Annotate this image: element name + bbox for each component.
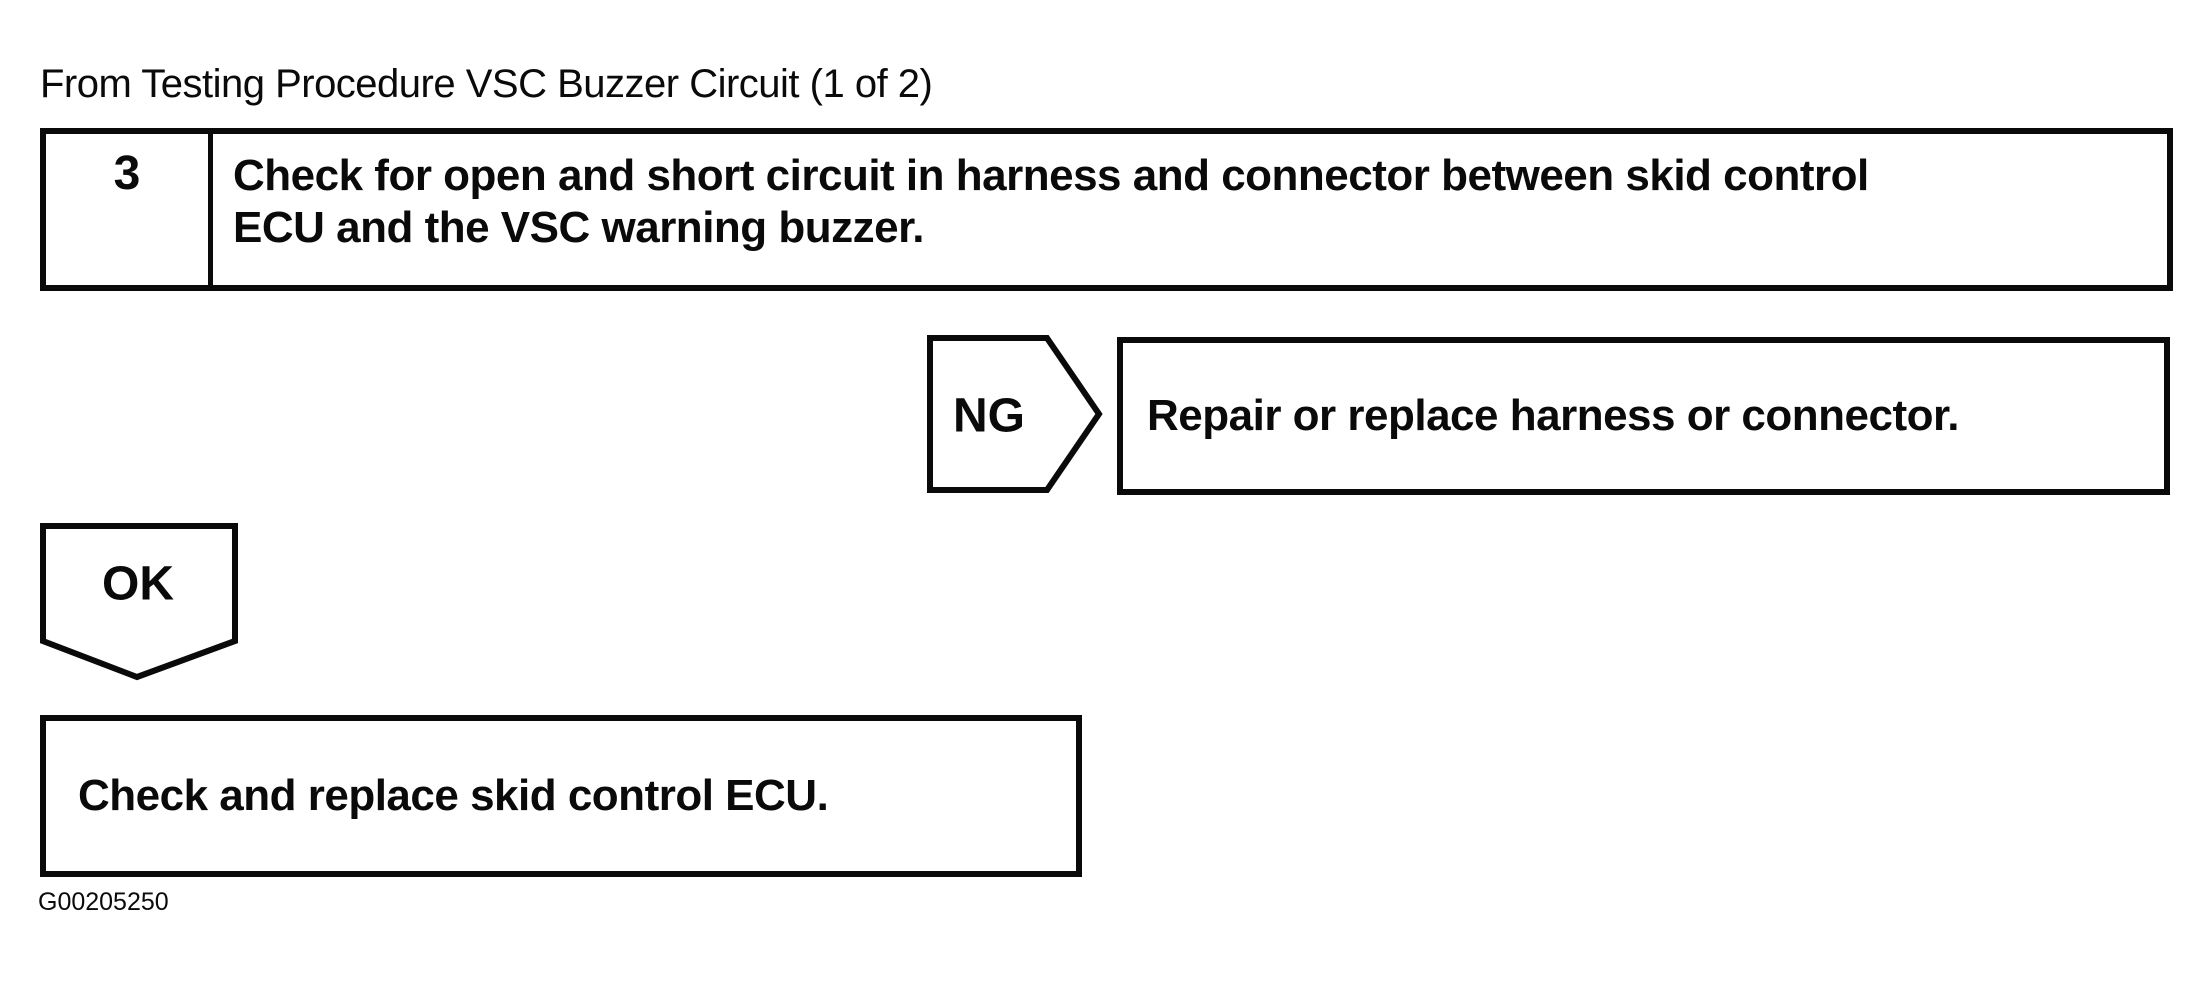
ok-connector-shape: OK — [40, 523, 238, 681]
ng-action-text: Repair or replace harness or connector. — [1147, 391, 1959, 440]
ng-label: NG — [953, 390, 1025, 443]
step-instruction-line1: Check for open and short circuit in harn… — [233, 151, 1869, 200]
ng-connector-shape: NG — [927, 335, 1103, 493]
ok-label: OK — [102, 558, 174, 611]
ng-pentagon-outline — [927, 335, 1103, 493]
step-box: 3 Check for open and short circuit in ha… — [40, 128, 2173, 291]
step-number: 3 — [46, 134, 213, 285]
ok-action-text: Check and replace skid control ECU. — [78, 771, 829, 820]
step-instruction-line2: ECU and the VSC warning buzzer. — [233, 203, 925, 252]
ok-pentagon-outline — [40, 523, 238, 681]
figure-id: G00205250 — [38, 888, 169, 916]
ok-action-box: Check and replace skid control ECU. — [40, 715, 1082, 877]
ng-action-box: Repair or replace harness or connector. — [1117, 337, 2170, 495]
step-instruction: Check for open and short circuit in harn… — [213, 134, 1887, 285]
source-procedure-note: From Testing Procedure VSC Buzzer Circui… — [40, 62, 933, 106]
